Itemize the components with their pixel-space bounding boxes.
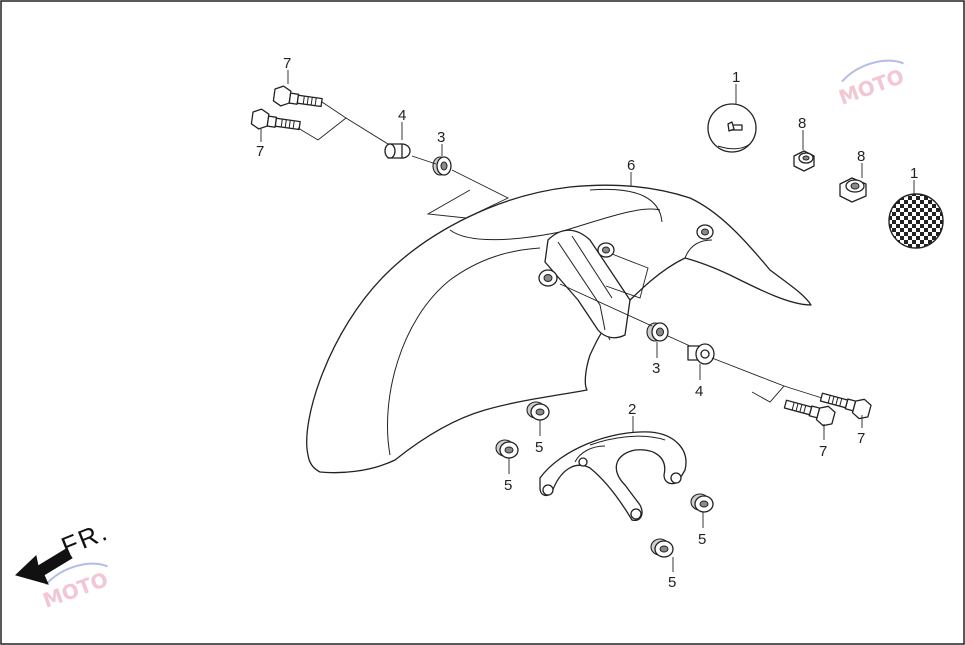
callout-4-right: 4 (695, 383, 703, 400)
nut-2 (839, 177, 867, 203)
rubber-grommet-1 (526, 401, 550, 421)
rubber-grommet-4 (650, 538, 674, 558)
front-direction-label: FR. (57, 516, 113, 562)
fender-brace (539, 431, 687, 521)
bolt-top-2 (250, 108, 301, 131)
callout-8-nut-2: 8 (857, 148, 865, 165)
callout-leaders (260, 70, 915, 572)
callout-5-4: 5 (668, 574, 676, 591)
callout-3-right: 3 (652, 360, 660, 377)
callout-7-top-1: 7 (283, 55, 291, 72)
bolt-right-2 (783, 399, 836, 427)
callout-5-1: 5 (535, 439, 543, 456)
callout-1-checkered: 1 (910, 165, 918, 182)
collar-top (384, 143, 411, 159)
front-fender (306, 184, 812, 474)
callout-labels: 7 7 4 3 6 1 8 8 1 3 4 2 5 5 5 5 7 7 (256, 55, 918, 591)
callout-5-3: 5 (698, 531, 706, 548)
callout-5-2: 5 (504, 477, 512, 494)
callout-6: 6 (627, 157, 635, 174)
nut-1 (793, 150, 815, 172)
callout-8-nut-1: 8 (798, 115, 806, 132)
collar-right (687, 343, 715, 365)
emblem-checkered (888, 193, 944, 249)
assembly-lines (297, 101, 823, 403)
front-arrow-icon (15, 548, 73, 585)
svg-text:MOTO: MOTO (40, 567, 112, 613)
callout-1-emblem: 1 (732, 69, 740, 86)
watermark-top-right: MOTO (836, 59, 908, 110)
emblem-back (707, 103, 757, 153)
grommet-right (646, 322, 669, 342)
bolt-right-1 (819, 392, 872, 420)
bolt-top-1 (272, 85, 323, 108)
callout-7-right-2: 7 (857, 430, 865, 447)
rubber-grommet-2 (495, 439, 519, 459)
grommet-top (432, 156, 452, 176)
svg-text:MOTO: MOTO (836, 64, 908, 110)
callout-7-right-1: 7 (819, 443, 827, 460)
rubber-grommet-3 (690, 493, 714, 513)
callout-7-top-2: 7 (256, 143, 264, 160)
callout-3-top: 3 (437, 129, 445, 146)
callout-4-top: 4 (398, 107, 406, 124)
callout-2: 2 (628, 401, 636, 418)
